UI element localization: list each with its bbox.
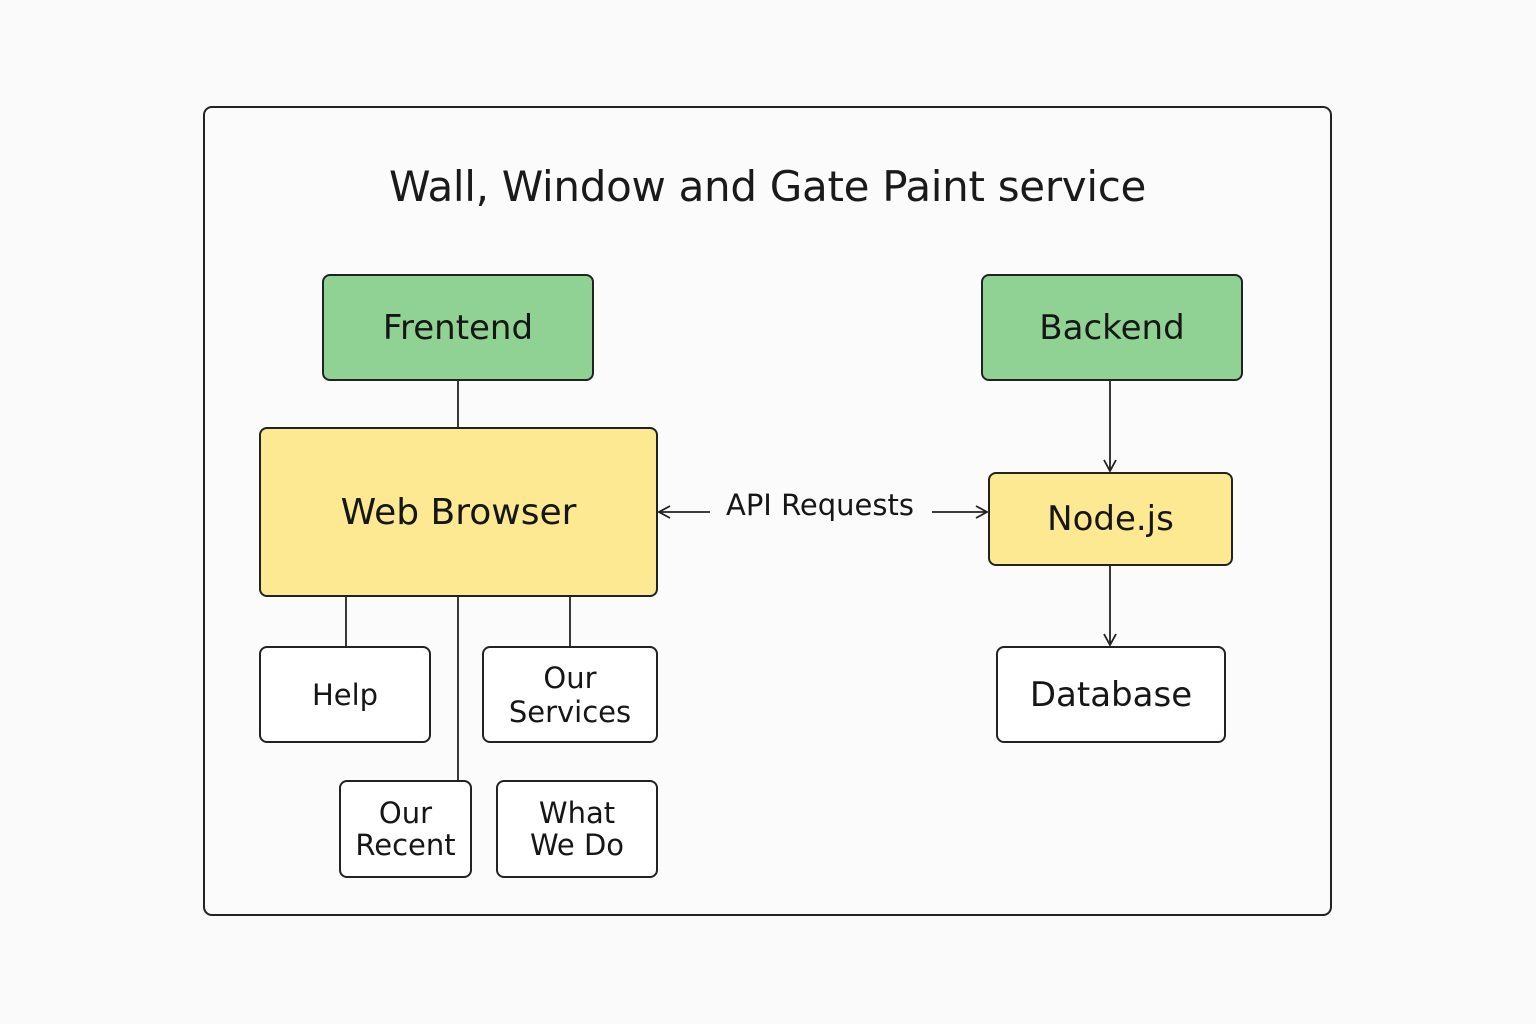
node-web-browser: Web Browser [259,427,658,597]
node-database: Database [996,646,1226,743]
edge-label-api-requests: API Requests [710,486,930,524]
node-our-recent-label: Our Recent [355,796,456,862]
node-our-services: Our Services [482,646,658,743]
node-nodejs-label: Node.js [1047,499,1174,539]
node-web-browser-label: Web Browser [340,491,577,533]
node-nodejs: Node.js [988,472,1233,566]
node-our-services-label: Our Services [508,660,632,729]
node-help: Help [259,646,431,743]
node-what-we-do: What We Do [496,780,658,878]
node-database-label: Database [1029,674,1193,715]
diagram-title: Wall, Window and Gate Paint service [388,162,1147,211]
node-help-label: Help [311,677,379,712]
node-backend: Backend [981,274,1243,381]
node-backend-label: Backend [1039,307,1185,348]
node-what-we-do-label: What We Do [529,796,625,862]
node-frontend: Frentend [322,274,594,381]
node-our-recent: Our Recent [339,780,472,878]
node-frontend-label: Frentend [382,307,534,348]
